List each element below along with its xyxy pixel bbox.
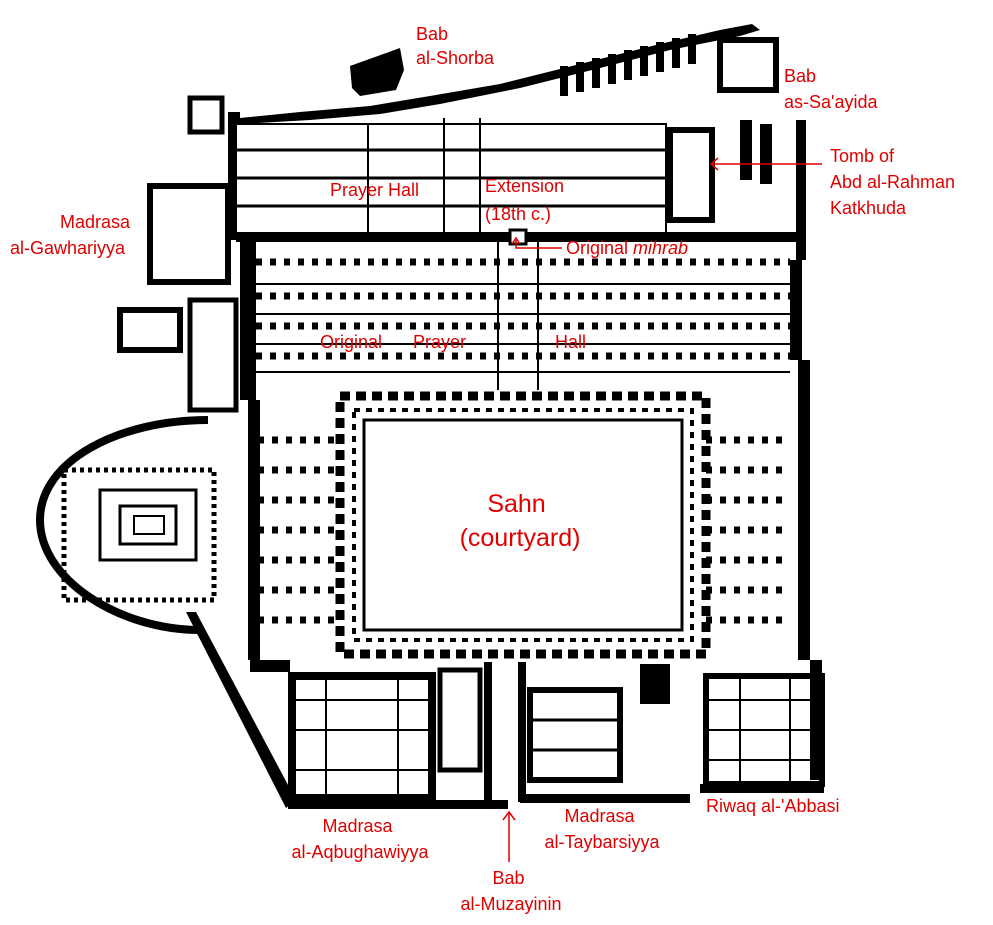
outer-walls [186,24,824,809]
abbasi-block [703,673,825,787]
label-prayer-hall: Prayer Hall [330,180,419,200]
label-madrasa-aqbughawiyya: Madrasa al-Aqbughawiyya [291,816,429,862]
west-madrasa [35,416,217,634]
aqbughawiyya-block [288,672,436,802]
label-tomb: Tomb of Abd al-Rahman Katkhuda [830,146,960,218]
label-original-prayer-hall: Original Prayer Hall [320,332,586,352]
label-bab-muzayinin: Bab al-Muzayinin [460,868,561,914]
label-madrasa-gawhariyya: Madrasa al-Gawhariyya [10,212,135,258]
label-riwaq-abbasi: Riwaq al-'Abbasi [706,796,840,816]
label-sahn: Sahn (courtyard) [460,490,581,552]
arrow-muzayinin [502,810,516,862]
label-bab-sayaida: Bab as-Sa'ayida [784,66,878,112]
arrow-mihrab [511,236,562,249]
west-riwaq [258,436,340,624]
gawhariyya-block [117,183,239,413]
label-madrasa-taybarsiyya: Madrasa al-Taybarsiyya [544,806,660,852]
label-original-mihrab: Original mihrab [566,238,688,258]
taybarsiyya-block [527,664,670,783]
label-bab-shorba: Bab al-Shorba [416,24,495,68]
label-extension: Extension (18th c.) [485,176,569,224]
courtyard-arcade [335,391,711,659]
arrow-tomb [709,157,822,171]
east-riwaq [706,436,790,624]
original-prayer-hall [256,228,790,390]
tomb-block [667,37,779,223]
muzayinin-passage [437,662,526,802]
